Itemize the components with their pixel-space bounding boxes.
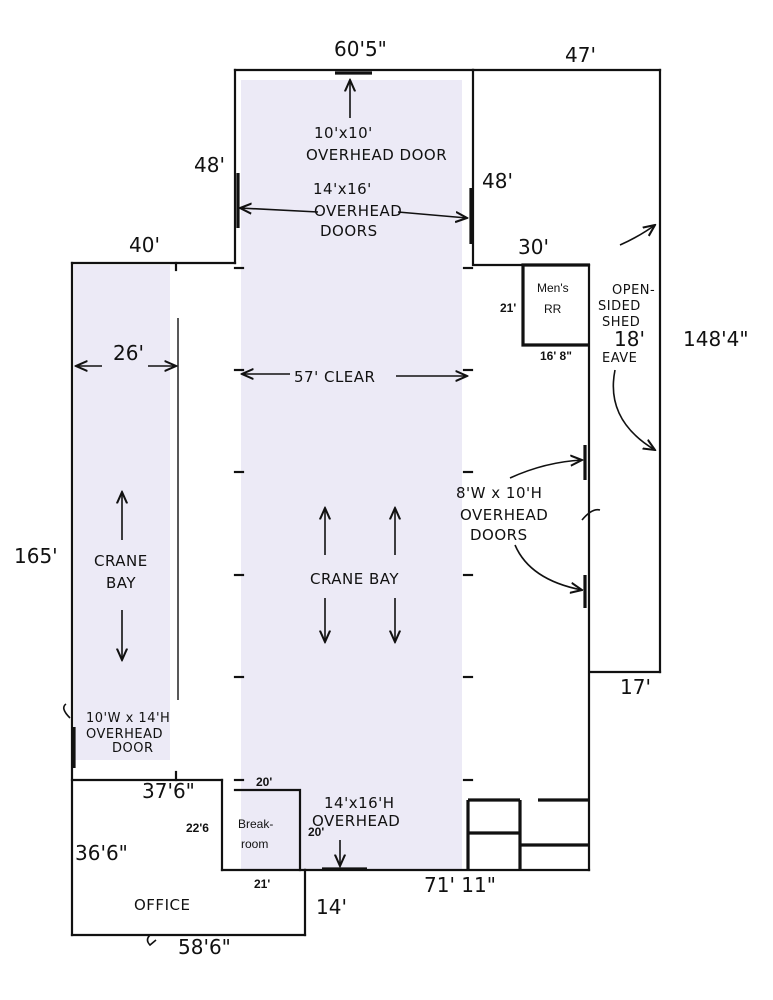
- dim-right-total: 148'4": [683, 327, 749, 351]
- office-label: OFFICE: [134, 896, 190, 914]
- shed-label-2: SIDED: [598, 299, 641, 314]
- overhead-doors: [72, 71, 587, 871]
- dim-left-wing-top: 40': [129, 233, 160, 257]
- center-crane-bay-label: CRANE BAY: [310, 570, 399, 588]
- breakroom-label-2: room: [241, 837, 268, 851]
- dim-mens-top: 30': [518, 235, 549, 259]
- dim-left-bay-width: 26': [113, 341, 144, 365]
- shed-label-4: 18': [614, 327, 645, 351]
- right-doors-size-label: 8'W x 10'H: [456, 484, 542, 502]
- dim-breakroom-side: 22'6: [186, 821, 209, 835]
- left-door-type2-label: DOOR: [112, 741, 154, 756]
- utility-rooms: [466, 798, 588, 870]
- right-doors-type1-label: OVERHEAD: [460, 506, 548, 524]
- side-doors-type2-label: DOORS: [320, 222, 378, 240]
- dim-center-clear: 57' CLEAR: [294, 368, 375, 386]
- top-door-type-label: OVERHEAD DOOR: [306, 146, 447, 164]
- shed-label-1: OPEN-: [612, 283, 655, 298]
- dim-top-right: 47': [565, 43, 596, 67]
- side-doors-size-label: 14'x16': [313, 180, 372, 198]
- dim-office-top: 37'6": [142, 779, 195, 803]
- dim-center-right-48: 48': [482, 169, 513, 193]
- dim-center-left-48: 48': [194, 153, 225, 177]
- breakroom-label-1: Break-: [238, 817, 273, 831]
- bottom-door-type-label: OVERHEAD: [312, 812, 400, 830]
- dim-breakroom-door: 20': [308, 825, 324, 839]
- annotation-arrows: [62, 80, 655, 947]
- mens-restroom-walls: [521, 263, 590, 347]
- dim-office-left: 36'6": [75, 841, 128, 865]
- dim-mens-side: 21': [500, 301, 516, 315]
- dim-breakroom-top: 20': [256, 775, 272, 789]
- left-door-type1-label: OVERHEAD: [86, 727, 163, 742]
- dim-left-total: 165': [14, 544, 58, 568]
- bottom-door-size-label: 14'x16'H: [324, 794, 395, 812]
- mens-restroom-label-2: RR: [544, 302, 562, 316]
- dim-office-bottom: 58'6": [178, 935, 231, 959]
- dim-bottom-right: 71' 11": [424, 873, 496, 897]
- left-door-size-label: 10'W x 14'H: [86, 711, 170, 726]
- shed-label-5: EAVE: [602, 351, 637, 366]
- shed-label-3: SHED: [602, 315, 640, 330]
- dim-mens-bottom: 16' 8": [540, 349, 572, 363]
- right-doors-type2-label: DOORS: [470, 526, 528, 544]
- dim-shed-bottom: 17': [620, 675, 651, 699]
- dim-top-center: 60'5": [334, 37, 387, 61]
- mens-restroom-label-1: Men's: [537, 281, 569, 295]
- dim-breakroom-bottom: 21': [254, 877, 270, 891]
- dim-bottom-small: 14': [316, 895, 347, 919]
- left-crane-bay-label-2: BAY: [106, 574, 136, 592]
- top-door-size-label: 10'x10': [314, 124, 373, 142]
- left-crane-bay-label-1: CRANE: [94, 552, 148, 570]
- side-doors-type1-label: OVERHEAD: [314, 202, 402, 220]
- center-crane-bay-area: [241, 80, 462, 870]
